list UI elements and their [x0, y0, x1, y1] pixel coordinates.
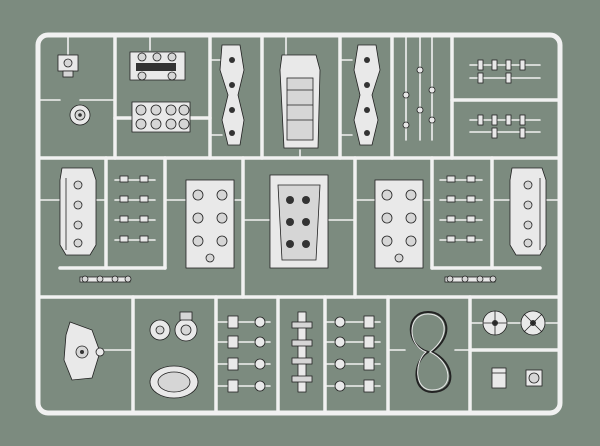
- outer-frame: [35, 32, 563, 416]
- pushrod-set-part: [402, 66, 436, 129]
- piston-set-left-part: [227, 315, 266, 393]
- ignition-coil-part: [57, 54, 79, 78]
- cylinder-head-left-part: [185, 179, 235, 269]
- wheel-pulleys-part: [482, 310, 546, 336]
- oil-filter-part: [491, 367, 507, 389]
- valve-cover-left-part: [59, 167, 97, 256]
- intake-manifold-bottom-part: [131, 101, 191, 133]
- rocker-arm-set-right-part: [446, 175, 476, 243]
- water-pump-part: [149, 311, 198, 342]
- sprue-runners: [36, 33, 562, 415]
- sprue-frame: [35, 32, 563, 416]
- valve-spring-set-part: [477, 59, 526, 139]
- valve-cover-right-part: [509, 167, 547, 256]
- flywheel-cover-part: [149, 365, 199, 399]
- cylinder-head-right-part: [374, 179, 424, 269]
- rocker-arm-set-left-part: [119, 175, 149, 243]
- serpentine-belt-part: [409, 310, 452, 394]
- distributor-part: [525, 369, 543, 387]
- exhaust-header-right-part: [353, 44, 381, 146]
- fuel-rail-left-part: [79, 275, 132, 283]
- fuel-rail-right-part: [444, 275, 497, 283]
- oil-pan-part: [279, 54, 321, 149]
- crankshaft-part: [291, 311, 313, 393]
- exhaust-header-left-part: [219, 44, 245, 146]
- engine-block-part: [269, 174, 329, 269]
- timing-cover-part: [63, 321, 105, 381]
- piston-set-right-part: [334, 315, 375, 393]
- intake-manifold-top-part: [129, 51, 186, 81]
- pulley-wheel-part: [69, 104, 91, 126]
